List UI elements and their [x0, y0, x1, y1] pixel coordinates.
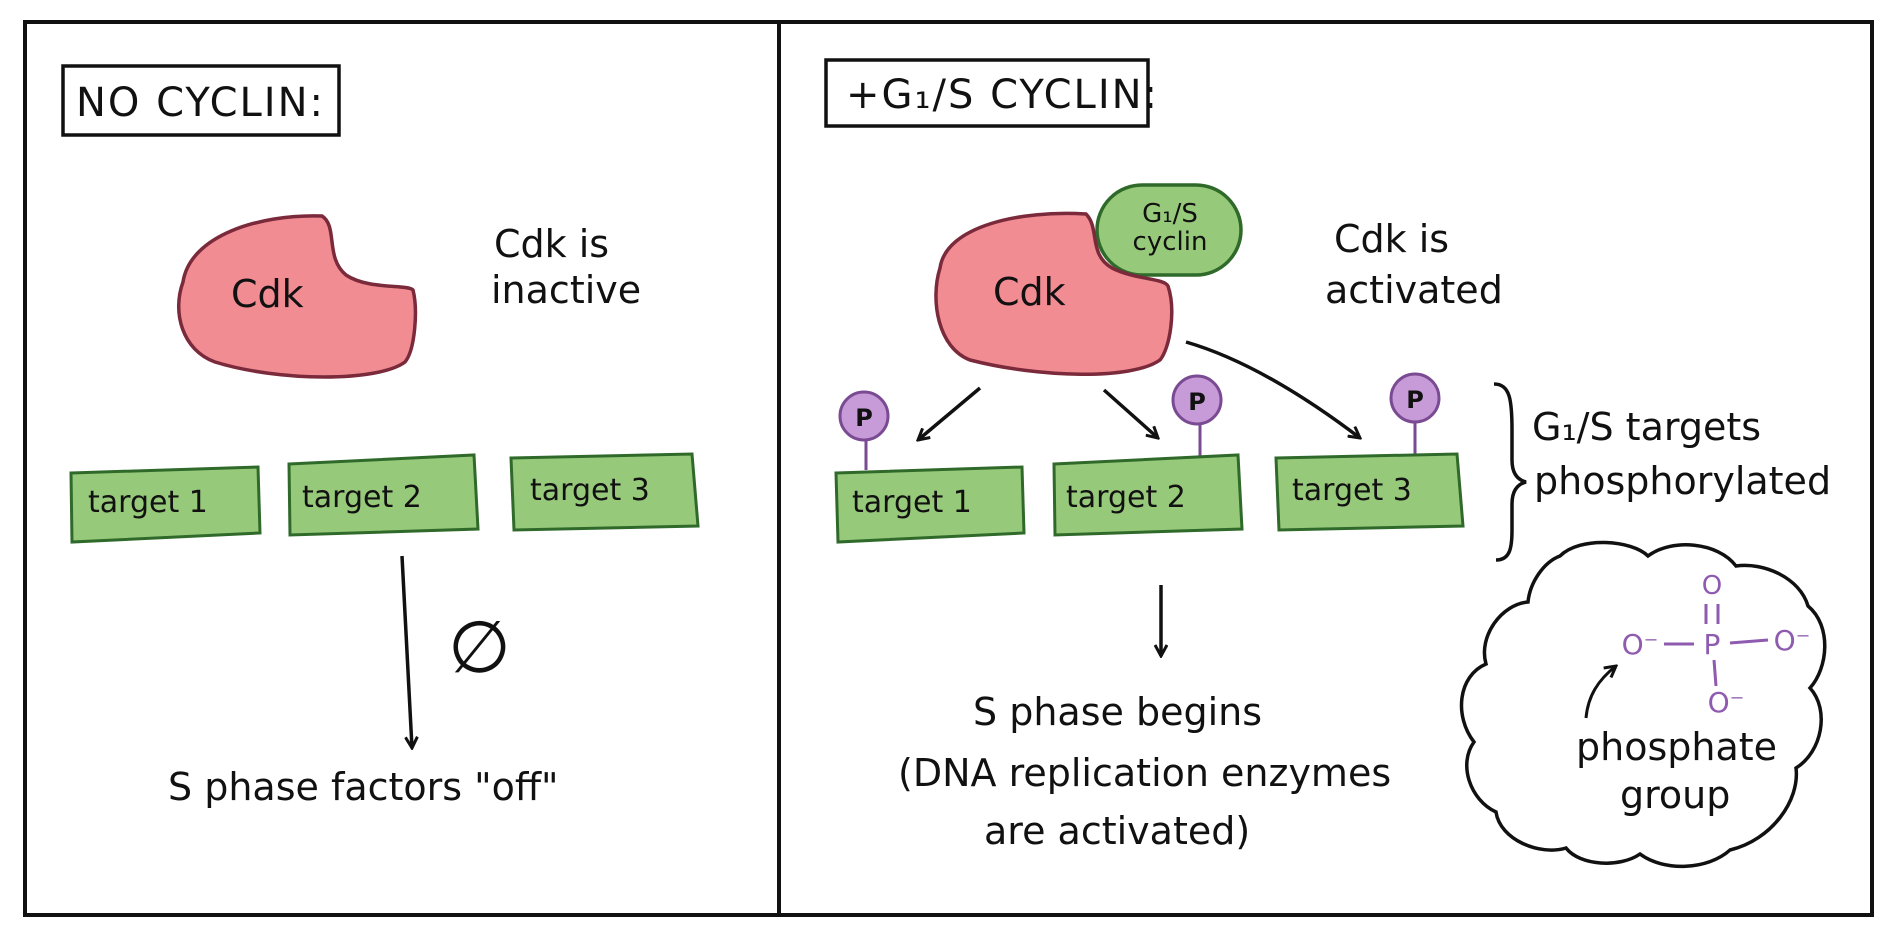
cyclin-shape: G₁/S cyclin	[1095, 183, 1243, 277]
target-box-left-2: target 2	[287, 453, 480, 537]
curly-brace	[1493, 382, 1527, 562]
right-result-line3: are activated)	[984, 809, 1250, 853]
right-status-line1: Cdk is	[1334, 217, 1449, 261]
target-label-right-2: target 2	[1066, 480, 1186, 515]
phosphate-marker-2: P	[1171, 374, 1223, 458]
target-label-right-1: target 1	[852, 485, 972, 520]
arrow-left-down	[400, 555, 412, 748]
left-status-line1: Cdk is	[494, 222, 609, 266]
right-panel: +G₁/S CYCLIN: G₁/S cyclin Cdk Cdk is act…	[824, 58, 1831, 869]
null-symbol: ∅	[448, 605, 511, 689]
right-title-box	[824, 58, 1150, 128]
outer-frame	[23, 20, 1874, 917]
target-box-right-3: target 3	[1274, 452, 1465, 532]
phosphate-marker-1: P	[838, 390, 890, 470]
left-status-line2: inactive	[491, 268, 641, 312]
target-box-right-2: target 2	[1052, 453, 1244, 537]
arrow-cdk-target3	[1185, 340, 1360, 438]
target-box-left-3: target 3	[509, 452, 700, 532]
oxygen-bottom: O⁻	[1708, 686, 1745, 719]
phosphorus-atom: P	[1704, 628, 1721, 661]
cloud-outline	[1459, 540, 1827, 869]
right-result-line1: S phase begins	[973, 690, 1262, 734]
cdk-shape-active	[934, 211, 1174, 376]
cdk-label-left: Cdk	[231, 272, 304, 316]
brace-label-line2: phosphorylated	[1534, 459, 1831, 503]
phosphate-label-line2: group	[1620, 773, 1730, 817]
phosphate-label-line1: phosphate	[1576, 725, 1777, 769]
cyclin-label-line2: cyclin	[1133, 227, 1208, 257]
arrow-cdk-target2	[1102, 388, 1158, 438]
target-box-right-1: target 1	[834, 465, 1026, 544]
left-panel: NO CYCLIN: Cdk Cdk is inactive target 1 …	[61, 64, 700, 809]
target-label-left-1: target 1	[88, 485, 208, 520]
phosphate-group-callout: O P O⁻ O⁻ O⁻ phosphate group	[1459, 540, 1827, 869]
brace-label-line1: G₁/S targets	[1532, 405, 1761, 449]
phospho-label-3: P	[1406, 386, 1424, 414]
target-label-left-2: target 2	[302, 480, 422, 515]
oxygen-top: O	[1702, 571, 1722, 601]
bond-right	[1729, 638, 1769, 645]
left-result: S phase factors "off"	[168, 765, 559, 809]
left-title-box	[61, 64, 341, 137]
arrow-cdk-target1	[918, 386, 982, 440]
target-label-right-3: target 3	[1292, 473, 1412, 508]
target-label-left-3: target 3	[530, 473, 650, 508]
right-status-line2: activated	[1325, 268, 1503, 312]
cdk-shape-inactive	[176, 214, 418, 379]
cdk-label-right: Cdk	[993, 270, 1066, 314]
right-result-line2: (DNA replication enzymes	[898, 751, 1391, 795]
bond-bottom	[1712, 659, 1718, 687]
callout-arrow	[1584, 666, 1616, 719]
phosphate-marker-3: P	[1389, 372, 1441, 456]
left-title: NO CYCLIN:	[76, 80, 325, 126]
phospho-label-2: P	[1188, 388, 1206, 416]
oxygen-left: O⁻	[1622, 628, 1659, 661]
right-title: +G₁/S CYCLIN:	[846, 72, 1159, 118]
cyclin-label-line1: G₁/S	[1142, 199, 1198, 229]
target-box-left-1: target 1	[69, 465, 262, 544]
phospho-label-1: P	[855, 404, 873, 432]
oxygen-right: O⁻	[1774, 624, 1811, 657]
